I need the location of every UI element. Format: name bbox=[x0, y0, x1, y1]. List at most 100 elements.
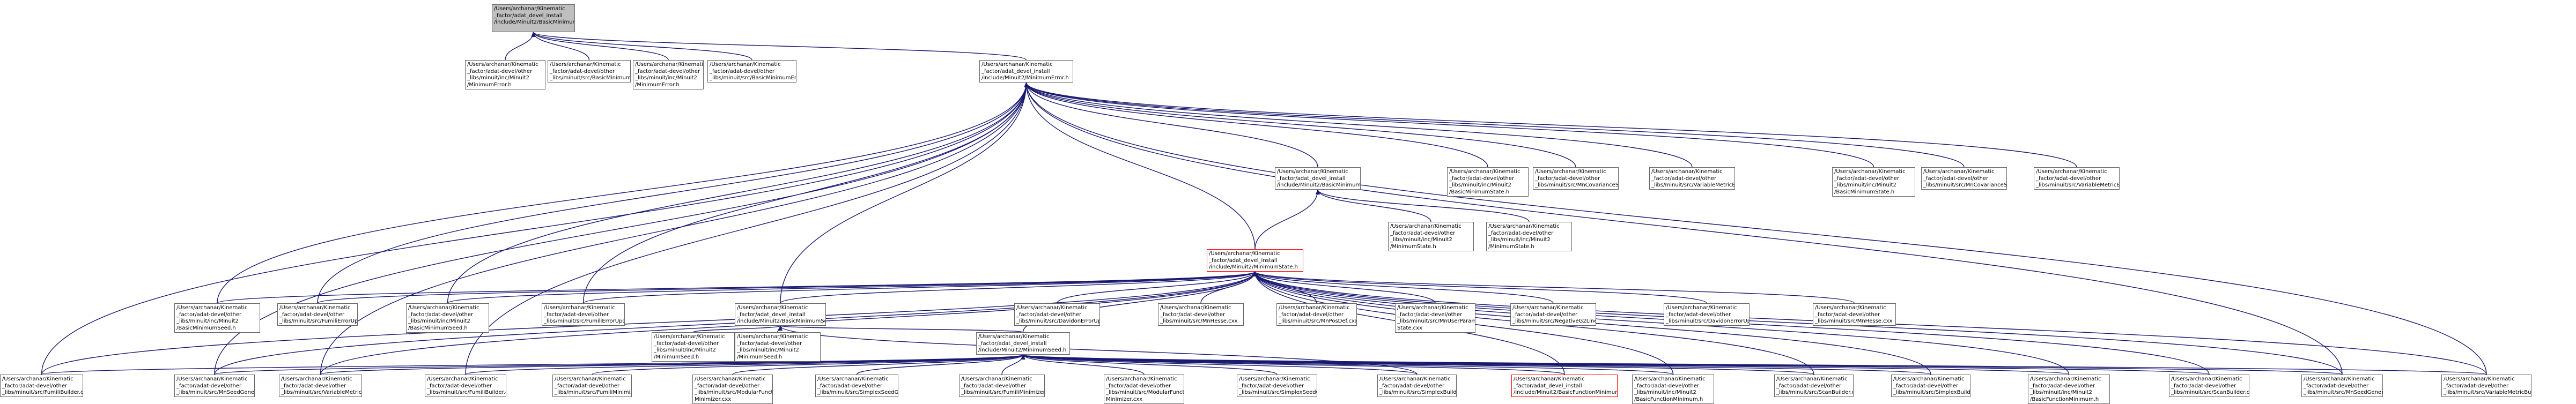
node-label-line: _factor/adat-devel/other bbox=[408, 311, 474, 318]
node-label-line: _factor/adat-devel/other bbox=[817, 383, 883, 389]
edge-n31-to-n15 bbox=[41, 271, 1257, 375]
graph-node-n17[interactable]: /Users/archanar/Kinematic_factor/adat-de… bbox=[277, 303, 358, 326]
graph-node-n22[interactable]: /Users/archanar/Kinematic_factor/adat-de… bbox=[1158, 303, 1244, 326]
edge-n27-to-n15 bbox=[1253, 271, 1855, 304]
node-label-line: /Users/archanar/Kinematic bbox=[981, 62, 1053, 68]
node-label-line: _libs/minuit/inc/Minuit2 bbox=[635, 75, 697, 81]
graph-node-n24[interactable]: /Users/archanar/Kinematic_factor/adat-de… bbox=[1395, 303, 1475, 333]
graph-node-n13[interactable]: /Users/archanar/Kinematic_factor/adat-de… bbox=[1388, 222, 1474, 251]
graph-node-n23[interactable]: /Users/archanar/Kinematic_factor/adat-de… bbox=[1276, 303, 1357, 326]
node-label-line: /BasicMinimumSeed.h bbox=[176, 325, 236, 331]
node-label-line: _factor/adat-devel/other bbox=[654, 340, 719, 347]
graph-node-n31[interactable]: /Users/archanar/Kinematic_factor/adat-de… bbox=[0, 375, 83, 397]
node-label-line: _libs/minuit/src/SimplexBuilder.cxx bbox=[1893, 390, 1970, 395]
node-label-line: /MinimumSeed.h bbox=[737, 354, 783, 360]
node-label-line: /Users/archanar/Kinematic bbox=[1634, 376, 1706, 382]
graph-node-n30[interactable]: /Users/archanar/Kinematic_factor/adat_de… bbox=[976, 332, 1070, 355]
graph-node-n15[interactable]: /Users/archanar/Kinematic_factor/adat_de… bbox=[1207, 249, 1303, 272]
graph-node-n10[interactable]: /Users/archanar/Kinematic_factor/adat-de… bbox=[1832, 167, 1915, 197]
edge-n49-to-n5 bbox=[1024, 82, 2487, 375]
node-label-line: /include/Minuit2/BasicMinimumState.h bbox=[1277, 182, 1361, 188]
graph-node-n21[interactable]: /Users/archanar/Kinematic_factor/adat-de… bbox=[1014, 303, 1100, 326]
graph-node-n4[interactable]: /Users/archanar/Kinematic_factor/adat-de… bbox=[707, 60, 796, 83]
graph-node-n48[interactable]: /Users/archanar/Kinematic_factor/adat-de… bbox=[2301, 375, 2383, 397]
node-label-line: _libs/minuit/src/DavidonErrorUpdator.cxx bbox=[1666, 318, 1749, 324]
node-label-line: _libs/minuit/inc/Minuit2 bbox=[1449, 182, 1511, 188]
edge-n18-to-n15 bbox=[447, 271, 1257, 304]
node-label-line: /Users/archanar/Kinematic bbox=[978, 334, 1050, 340]
node-label-line: _factor/adat-devel/other bbox=[1834, 175, 1900, 182]
graph-node-n37[interactable]: /Users/archanar/Kinematic_factor/adat-de… bbox=[815, 375, 898, 397]
graph-node-n8[interactable]: /Users/archanar/Kinematic_factor/adat-de… bbox=[1533, 167, 1619, 190]
node-label-line: /Users/archanar/Kinematic bbox=[1834, 169, 1906, 175]
graph-node-n25[interactable]: /Users/archanar/Kinematic_factor/adat-de… bbox=[1510, 303, 1596, 326]
edge-n30-to-n20 bbox=[778, 325, 1024, 333]
graph-node-n16[interactable]: /Users/archanar/Kinematic_factor/adat-de… bbox=[174, 303, 260, 333]
edge-n17-to-n5 bbox=[317, 82, 1029, 304]
graph-node-n0[interactable]: /Users/archanar/Kinematic_factor/adat_de… bbox=[492, 4, 575, 32]
node-label-line: _libs/minuit/src/ModularFunction bbox=[1106, 390, 1184, 395]
node-label-line: /include/Minuit2/MinimumState.h bbox=[1209, 264, 1298, 270]
node-label-line: /MinimumError.h bbox=[467, 81, 512, 88]
node-label-line: /Users/archanar/Kinematic bbox=[1514, 376, 1585, 382]
node-label-line: /MinimumState.h bbox=[1488, 243, 1534, 250]
graph-node-n45[interactable]: /Users/archanar/Kinematic_factor/adat-de… bbox=[1891, 375, 1970, 397]
node-label-line: _libs/minuit/src/VariableMetricBuilder.c… bbox=[2444, 390, 2531, 395]
edge-n32-to-n30 bbox=[214, 354, 1025, 375]
node-label-line: _factor/adat-devel/other bbox=[176, 311, 242, 318]
graph-node-n41[interactable]: /Users/archanar/Kinematic_factor/adat-de… bbox=[1377, 375, 1457, 397]
graph-node-n12[interactable]: /Users/archanar/Kinematic_factor/adat-de… bbox=[2034, 167, 2120, 190]
node-label-line: /Users/archanar/Kinematic bbox=[550, 62, 621, 68]
graph-node-n38[interactable]: /Users/archanar/Kinematic_factor/adat-de… bbox=[959, 375, 1045, 397]
graph-node-n36[interactable]: /Users/archanar/Kinematic_factor/adat-de… bbox=[692, 375, 773, 404]
node-label-line: /Users/archanar/Kinematic bbox=[654, 334, 725, 340]
graph-node-n19[interactable]: /Users/archanar/Kinematic_factor/adat-de… bbox=[542, 303, 625, 326]
edge-n48-to-n15 bbox=[1253, 271, 2343, 375]
graph-node-n7[interactable]: /Users/archanar/Kinematic_factor/adat-de… bbox=[1447, 167, 1529, 197]
node-label-line: _factor/adat-devel/other bbox=[710, 68, 775, 74]
edge-n42-to-n30 bbox=[1021, 354, 1565, 375]
node-label-line: /Users/archanar/Kinematic bbox=[1815, 305, 1886, 311]
node-label-line: /Users/archanar/Kinematic bbox=[1893, 376, 1965, 382]
node-label-line: /Users/archanar/Kinematic bbox=[281, 376, 352, 382]
graph-node-n44[interactable]: /Users/archanar/Kinematic_factor/adat-de… bbox=[1774, 375, 1854, 397]
node-label-line: _libs/minuit/inc/Minuit2 bbox=[1390, 237, 1452, 243]
graph-node-n28[interactable]: /Users/archanar/Kinematic_factor/adat-de… bbox=[652, 332, 735, 362]
graph-node-n34[interactable]: /Users/archanar/Kinematic_factor/adat-de… bbox=[425, 375, 506, 397]
graph-node-n20[interactable]: /Users/archanar/Kinematic_factor/adat_de… bbox=[735, 303, 826, 326]
graph-node-n18[interactable]: /Users/archanar/Kinematic_factor/adat-de… bbox=[406, 303, 489, 333]
node-label-line: /Users/archanar/Kinematic bbox=[1160, 305, 1231, 311]
graph-node-n39[interactable]: /Users/archanar/Kinematic_factor/adat-de… bbox=[1104, 375, 1184, 404]
graph-node-n11[interactable]: /Users/archanar/Kinematic_factor/adat-de… bbox=[1921, 167, 2007, 190]
graph-node-n26[interactable]: /Users/archanar/Kinematic_factor/adat-de… bbox=[1664, 303, 1750, 326]
edge-n11-to-n5 bbox=[1024, 82, 1965, 168]
graph-node-n42[interactable]: /Users/archanar/Kinematic_factor/adat_de… bbox=[1511, 375, 1618, 397]
node-label-line: _factor/adat_devel_install bbox=[981, 68, 1050, 74]
graph-node-n40[interactable]: /Users/archanar/Kinematic_factor/adat-de… bbox=[1237, 375, 1317, 397]
graph-node-n29[interactable]: /Users/archanar/Kinematic_factor/adat-de… bbox=[735, 332, 821, 362]
graph-node-n3[interactable]: /Users/archanar/Kinematic_factor/adat-de… bbox=[633, 60, 704, 89]
node-label-line: _factor/adat-devel/other bbox=[635, 68, 700, 74]
graph-node-n14[interactable]: /Users/archanar/Kinematic_factor/adat-de… bbox=[1486, 222, 1572, 251]
graph-node-n6[interactable]: /Users/archanar/Kinematic_factor/adat_de… bbox=[1275, 167, 1361, 190]
node-label-line: _libs/minuit/src/BasicMinimumError.cxx bbox=[550, 75, 631, 81]
graph-node-n35[interactable]: /Users/archanar/Kinematic_factor/adat-de… bbox=[552, 375, 632, 397]
graph-node-n1[interactable]: /Users/archanar/Kinematic_factor/adat-de… bbox=[465, 60, 545, 89]
graph-node-n43[interactable]: /Users/archanar/Kinematic_factor/adat-de… bbox=[1632, 375, 1714, 404]
edge-n14-to-n6 bbox=[1316, 189, 1530, 222]
graph-node-n2[interactable]: /Users/archanar/Kinematic_factor/adat-de… bbox=[548, 60, 631, 83]
node-label-line: _factor/adat-devel/other bbox=[695, 383, 760, 389]
graph-node-n32[interactable]: /Users/archanar/Kinematic_factor/adat-de… bbox=[174, 375, 255, 397]
graph-node-n47[interactable]: /Users/archanar/Kinematic_factor/adat-de… bbox=[2169, 375, 2249, 397]
graph-node-n9[interactable]: /Users/archanar/Kinematic_factor/adat-de… bbox=[1649, 167, 1735, 190]
graph-node-n46[interactable]: /Users/archanar/Kinematic_factor/adat-de… bbox=[2028, 375, 2110, 404]
node-label-line: _factor/adat-devel/other bbox=[2171, 383, 2237, 389]
node-label-line: /Users/archanar/Kinematic bbox=[1776, 376, 1848, 382]
graph-node-n27[interactable]: /Users/archanar/Kinematic_factor/adat-de… bbox=[1813, 303, 1896, 326]
node-label-line: /Users/archanar/Kinematic bbox=[427, 376, 498, 382]
graph-node-n33[interactable]: /Users/archanar/Kinematic_factor/adat-de… bbox=[279, 375, 362, 397]
edge-n1-to-n0 bbox=[505, 32, 536, 61]
graph-node-n5[interactable]: /Users/archanar/Kinematic_factor/adat_de… bbox=[979, 60, 1073, 83]
node-label-line: /BasicFunctionMinimum.h bbox=[1634, 396, 1703, 402]
graph-node-n49[interactable]: /Users/archanar/Kinematic_factor/adat-de… bbox=[2441, 375, 2531, 397]
